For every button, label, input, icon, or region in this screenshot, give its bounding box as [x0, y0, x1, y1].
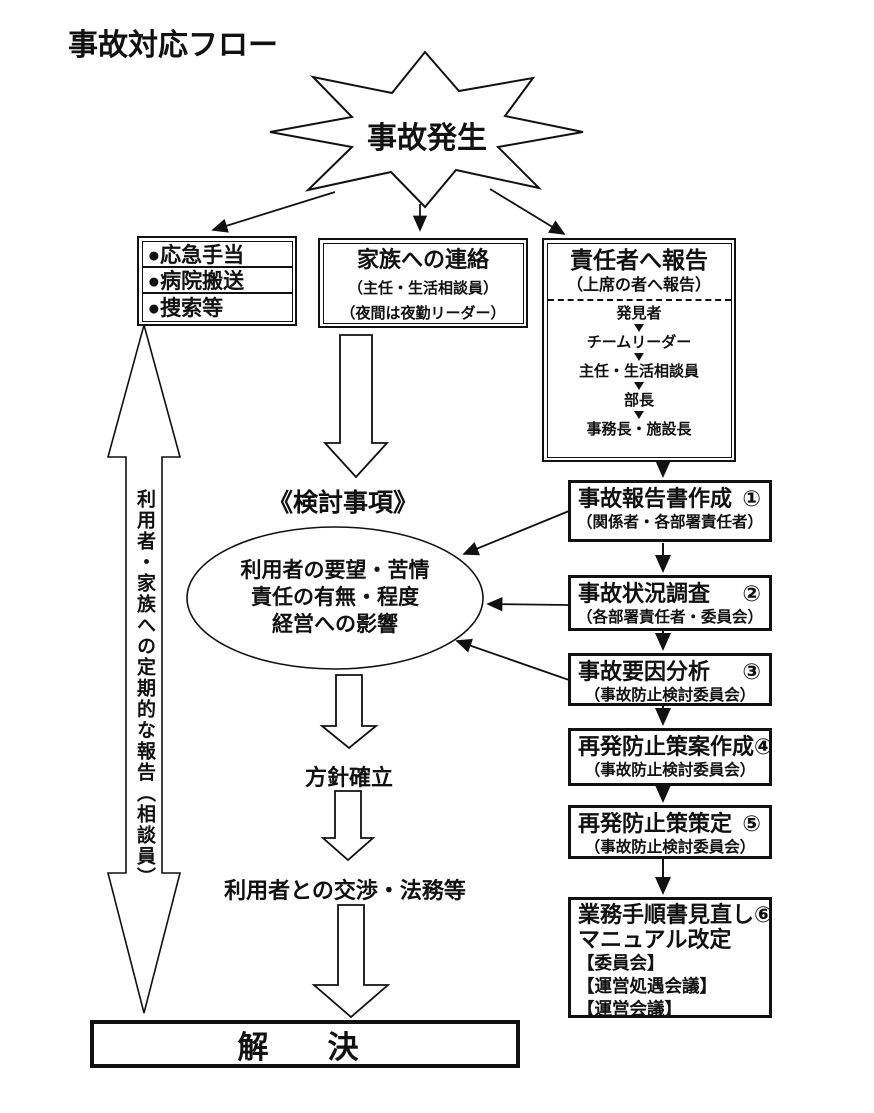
step-sub: （各部署責任者・委員会） — [576, 609, 763, 626]
step-sub: （事故防止検討委員会） — [584, 687, 756, 704]
org-line: 【運営処遇会議】 — [577, 976, 717, 996]
step-title: 再発防止策策定 — [578, 811, 733, 836]
block-arrow-family-to-review — [322, 334, 390, 479]
step-number: ① — [742, 486, 761, 511]
down-arrow-icon — [634, 323, 644, 332]
report-divider — [547, 298, 731, 301]
step-title: 事故状況調査 — [578, 581, 711, 606]
arrow-step2-to-ellipse — [486, 596, 570, 612]
chain-item: 部長 — [623, 391, 654, 409]
arrow-step3-to-ellipse — [455, 638, 570, 681]
negotiation-label: 利用者との交渉・法務等 — [224, 878, 466, 903]
step-sub: （事故防止検討委員会） — [584, 839, 756, 856]
arrow-burst-to-report — [489, 188, 566, 235]
first-aid-item: ●応急手当 — [142, 242, 292, 268]
step-title: 事故要因分析 — [578, 659, 711, 684]
report-box-title: 責任者へ報告 — [570, 246, 708, 273]
block-arrow-policy-to-negotiation — [320, 790, 376, 862]
first-aid-item: ●捜索等 — [147, 297, 224, 321]
page-title: 事故対応フロー — [68, 29, 278, 62]
step-number: ⑤ — [742, 811, 761, 836]
resolution-box: 解 決 — [90, 1020, 520, 1068]
review-ellipse-text: 利用者の要望・苦情 責任の有無・程度 経営への影響 — [187, 557, 483, 638]
family-contact-title: 家族への連絡 — [356, 246, 489, 272]
review-line: 経営への影響 — [272, 613, 398, 636]
down-arrow-icon — [634, 352, 644, 361]
review-ellipse — [186, 526, 484, 670]
starburst-shape — [269, 50, 584, 209]
step-title-line2: マニュアル改定 — [578, 927, 732, 952]
policy-label: 方針確立 — [304, 765, 393, 790]
step-title: 事故報告書作成 — [578, 486, 733, 511]
step-box-4: 再発防止策案作成 ④ （事故防止検討委員会） — [568, 728, 773, 786]
step-title: 再発防止策案作成 — [578, 734, 755, 759]
step-sub: （事故防止検討委員会） — [584, 762, 756, 779]
report-box-subtitle: （上席の者へ報告） — [566, 276, 711, 294]
step-box-2: 事故状況調査 ② （各部署責任者・委員会） — [568, 575, 772, 631]
step-number: ④ — [754, 734, 773, 759]
review-line: 責任の有無・程度 — [251, 586, 419, 609]
step-number: ⑥ — [754, 902, 773, 927]
first-aid-item: ●病院搬送 — [142, 268, 292, 295]
family-contact-sub2: （夜間は夜勤リーダー） — [340, 304, 506, 322]
block-arrow-negotiation-to-resolution — [311, 904, 391, 1019]
org-line: 【運営会議】 — [577, 999, 682, 1019]
down-arrow-icon — [634, 381, 644, 390]
chain-item: チームリーダー — [586, 333, 692, 351]
step-box-5: 再発防止策策定 ⑤ （事故防止検討委員会） — [568, 805, 772, 859]
down-arrow-icon — [634, 410, 644, 419]
block-arrow-ellipse-to-policy — [319, 674, 379, 750]
step-number: ③ — [742, 659, 761, 684]
step-number: ② — [742, 581, 761, 606]
periodic-report-label: 利用者・家族への定期的な報告（相談員） — [134, 489, 155, 888]
family-contact-box: 家族への連絡 （主任・生活相談員） （夜間は夜勤リーダー） — [318, 238, 528, 328]
chain-item: 事務長・施設長 — [586, 420, 692, 438]
family-contact-sub1: （主任・生活相談員） — [347, 279, 498, 297]
chain-item: 発見者 — [616, 304, 662, 322]
arrow-step1-to-ellipse — [462, 510, 570, 556]
report-box: 責任者へ報告 （上席の者へ報告） 発見者 チームリーダー 主任・生活相談員 部長… — [542, 238, 736, 462]
org-line: 【委員会】 — [577, 953, 665, 973]
periodic-report-double-arrow — [106, 321, 182, 1014]
step-title: 業務手順書見直し — [578, 902, 755, 927]
review-line: 利用者の要望・苦情 — [240, 559, 430, 582]
burst-label: 事故発生 — [367, 122, 487, 155]
review-heading: 《検討事項》 — [267, 489, 418, 517]
chain-item: 主任・生活相談員 — [578, 362, 699, 380]
step-sub: （関係者・各部署責任者） — [576, 514, 763, 531]
step-box-3: 事故要因分析 ③ （事故防止検討委員会） — [568, 653, 772, 706]
step-box-1: 事故報告書作成 ① （関係者・各部署責任者） — [568, 480, 772, 542]
first-aid-box: ●応急手当 ●病院搬送 ●捜索等 — [137, 236, 297, 326]
arrow-burst-to-firstaid — [211, 191, 336, 233]
step-box-6: 業務手順書見直し ⑥ マニュアル改定 【委員会】 【運営処遇会議】 【運営会議】 — [568, 897, 773, 1019]
